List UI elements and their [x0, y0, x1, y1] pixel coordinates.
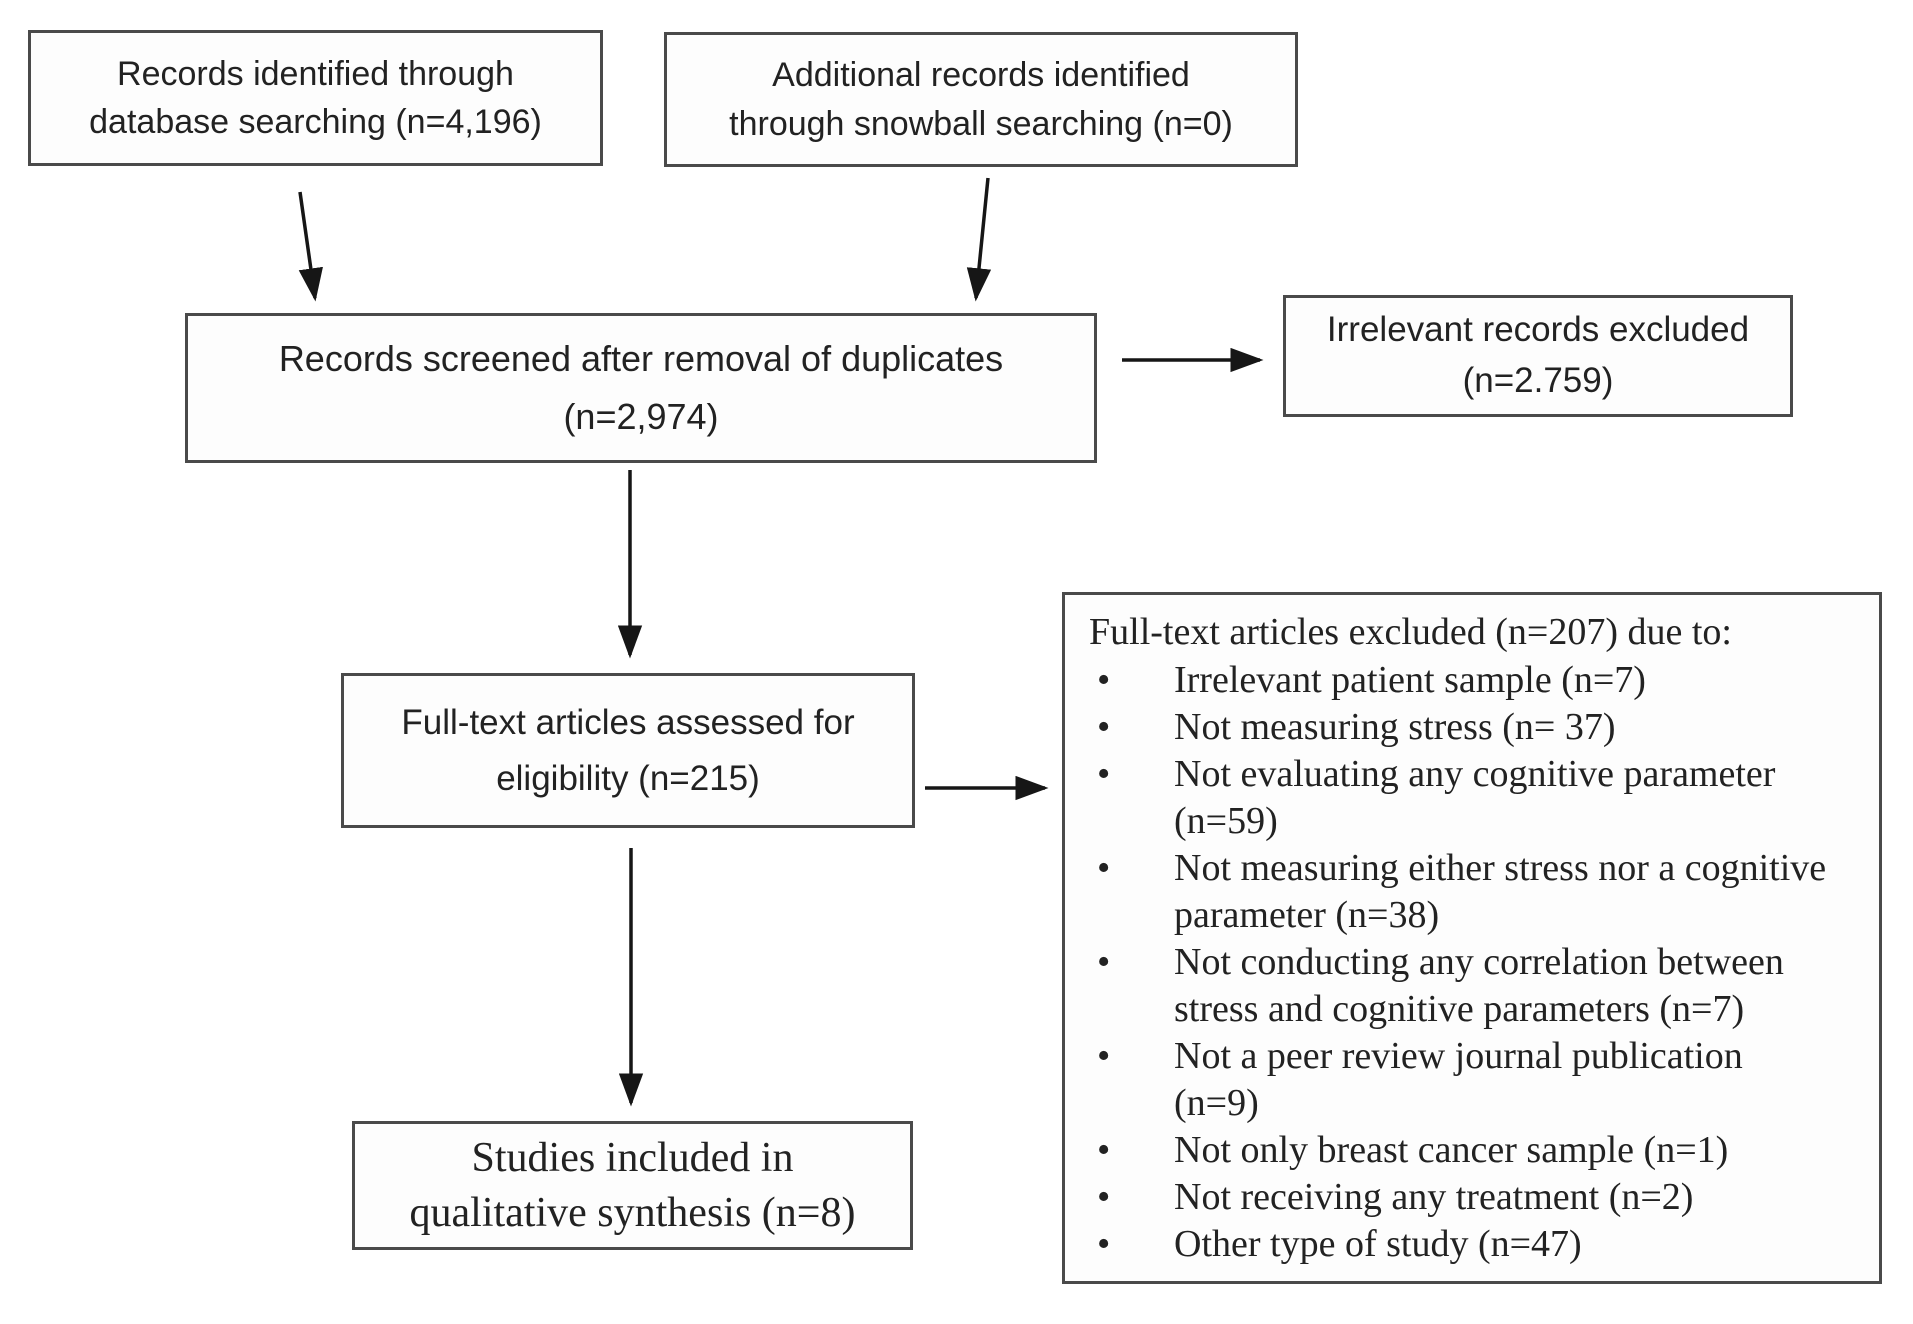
arrow-identified-to-screened: [298, 191, 323, 302]
list-item-line: Not measuring either stress nor a cognit…: [1174, 847, 1827, 889]
arrow-additional-to-screened: [966, 177, 992, 302]
list-item: • Not only breast cancer sample (n=1): [1089, 1127, 1869, 1174]
list-item-line: Not measuring stress (n= 37): [1174, 706, 1616, 748]
bullet-icon: •: [1097, 1176, 1111, 1218]
box-records-identified: Records identified through database sear…: [28, 30, 603, 166]
list-item: • Irrelevant patient sample (n=7): [1089, 657, 1869, 704]
list-item: • Not receiving any treatment (n=2): [1089, 1174, 1869, 1221]
excluded-header: Full-text articles excluded (n=207) due …: [1089, 611, 1732, 653]
box-text-line: (n=2.759): [1462, 361, 1614, 400]
bullet-icon: •: [1097, 1129, 1111, 1171]
list-item-line: Not conducting any correlation between: [1174, 941, 1784, 983]
list-item-line: (n=59): [1174, 800, 1278, 842]
bullet-icon: •: [1097, 659, 1111, 701]
box-text-line: database searching (n=4,196): [89, 103, 542, 141]
list-item: • Not evaluating any cognitive parameter…: [1089, 751, 1869, 845]
box-text-line: Full-text articles assessed for: [401, 702, 855, 742]
list-item: • Not measuring either stress nor a cogn…: [1089, 845, 1869, 939]
box-records-screened: Records screened after removal of duplic…: [185, 313, 1097, 463]
box-studies-included: Studies included in qualitative synthesi…: [352, 1121, 913, 1250]
list-item-line: Not evaluating any cognitive parameter: [1174, 753, 1776, 795]
box-text-line: (n=2,974): [563, 396, 719, 437]
list-item: • Not measuring stress (n= 37): [1089, 704, 1869, 751]
list-item-line: (n=9): [1174, 1082, 1259, 1124]
box-fulltext-excluded: Full-text articles excluded (n=207) due …: [1062, 592, 1882, 1284]
bullet-icon: •: [1097, 706, 1111, 748]
box-text-line: Irrelevant records excluded: [1326, 310, 1750, 350]
list-item-line: Not only breast cancer sample (n=1): [1174, 1129, 1729, 1171]
bullet-icon: •: [1097, 753, 1111, 795]
box-text-line: Records identified through: [117, 54, 514, 93]
list-item-line: Other type of study (n=47): [1174, 1223, 1582, 1265]
bullet-icon: •: [1097, 1223, 1111, 1265]
bullet-icon: •: [1097, 941, 1111, 983]
box-text-line: Records screened after removal of duplic…: [278, 338, 1004, 380]
list-item-line: Irrelevant patient sample (n=7): [1174, 659, 1646, 701]
box-irrelevant-excluded: Irrelevant records excluded (n=2.759): [1283, 295, 1793, 417]
list-item-line: Not a peer review journal publication: [1174, 1035, 1743, 1077]
box-text-line: Additional records identified: [772, 56, 1190, 95]
box-text-line: Studies included in: [471, 1134, 794, 1181]
list-item: • Not conducting any correlation between…: [1089, 939, 1869, 1033]
box-text-line: through snowball searching (n=0): [729, 104, 1233, 143]
bullet-icon: •: [1097, 1035, 1111, 1077]
list-item-line: parameter (n=38): [1174, 894, 1440, 936]
list-item: • Other type of study (n=47): [1089, 1221, 1869, 1268]
box-text-line: qualitative synthesis (n=8): [409, 1189, 856, 1236]
box-text-line: eligibility (n=215): [496, 758, 760, 798]
list-item-line: Not receiving any treatment (n=2): [1174, 1176, 1694, 1218]
box-additional-records: Additional records identified through sn…: [664, 32, 1298, 167]
list-item-line: stress and cognitive parameters (n=7): [1174, 988, 1745, 1030]
list-item: • Not a peer review journal publication …: [1089, 1033, 1869, 1127]
bullet-icon: •: [1097, 847, 1111, 889]
box-fulltext-assessed: Full-text articles assessed for eligibil…: [341, 673, 915, 828]
